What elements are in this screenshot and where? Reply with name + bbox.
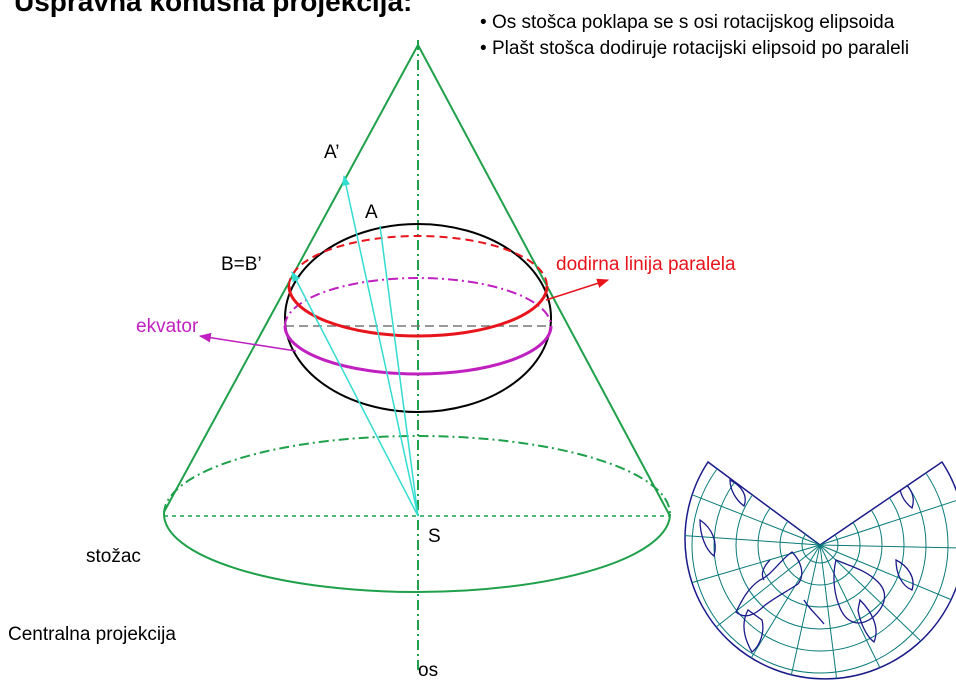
point-a-label: A (365, 202, 378, 223)
axis-label: os (418, 660, 439, 681)
ray-to-a-prime (341, 174, 419, 517)
equator-label: ekvator (136, 316, 199, 337)
equator-back (284, 277, 552, 327)
equator-arrow (198, 332, 297, 352)
ray-to-b-prime (291, 271, 419, 517)
cone-right-edge (417, 44, 671, 517)
conic-map (684, 460, 956, 680)
description-item-axis: Os stošca poklapa se s osi rotacijskog e… (480, 10, 950, 36)
equator-front (283, 325, 553, 376)
cone-base-back (163, 435, 671, 515)
cone-base-front (163, 513, 671, 593)
cone-label: stožac (86, 546, 141, 567)
description-list: Os stošca poklapa se s osi rotacijskog e… (480, 10, 950, 62)
conic-map-outline (684, 460, 956, 680)
ellipsoid-outline (284, 223, 552, 413)
tangent-parallel-label: dodirna linija paralela (556, 254, 736, 275)
tangent-parallel-back (288, 235, 548, 287)
central-projection-label: Centralna projekcija (8, 624, 176, 645)
ray-through-a (379, 225, 419, 517)
point-b-label: B=B’ (221, 254, 262, 275)
page-title: Uspravna konusna projekcija: (14, 0, 413, 17)
tangent-parallel-arrow (545, 278, 610, 301)
tangent-parallel-front (287, 285, 549, 338)
ellipsoid (283, 223, 553, 413)
center-point-label: S (428, 526, 441, 547)
description-item-tangent: Plašt stošca dodiruje rotacijski elipsoi… (480, 36, 950, 62)
projection-rays (291, 174, 419, 517)
point-a-prime-label: A’ (324, 142, 340, 163)
